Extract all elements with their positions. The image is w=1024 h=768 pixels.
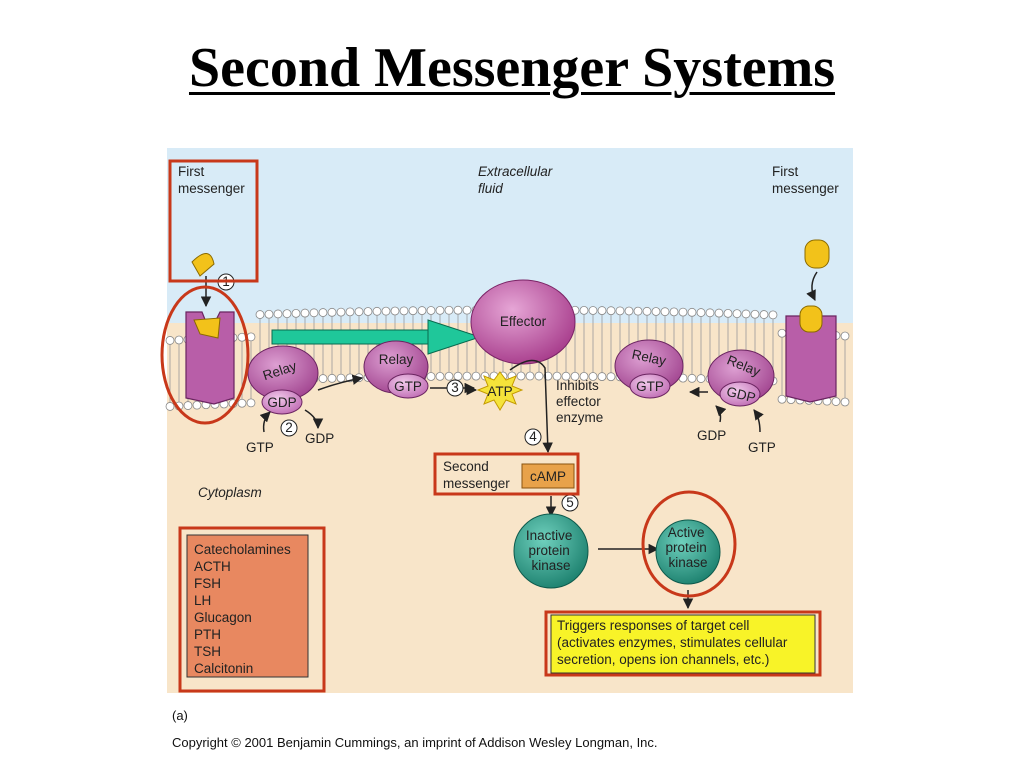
triggers-text: Triggers responses of target cell (activ…	[557, 618, 791, 667]
right-receptor-icon	[785, 305, 837, 403]
highlight-first-messenger	[168, 159, 259, 283]
svg-text:5: 5	[566, 495, 574, 510]
active-kinase-label: Active protein kinase	[665, 525, 710, 570]
highlight-hormones	[178, 526, 326, 693]
cytoplasm-label: Cytoplasm	[198, 485, 262, 500]
gdp-bubble	[261, 389, 303, 415]
relay-label: Relay	[630, 347, 667, 369]
atp-label: ATP	[487, 384, 512, 399]
relay-label: Relay	[379, 352, 414, 367]
step-2: 2	[280, 419, 298, 437]
atp-burst-icon	[476, 371, 524, 411]
highlight-active-kinase	[641, 490, 737, 598]
triggers-box	[550, 614, 816, 674]
highlight-receptor	[160, 285, 250, 425]
gtp-label: GTP	[246, 440, 274, 455]
svg-text:4: 4	[529, 429, 537, 444]
highlight-second-messenger	[433, 452, 580, 496]
hormone-list-box	[186, 534, 309, 678]
highlight-triggers	[544, 610, 822, 677]
gtp-label: GTP	[394, 379, 422, 394]
left-receptor-icon	[185, 311, 235, 405]
camp-box	[521, 463, 575, 489]
gtp-label: GTP	[748, 440, 776, 455]
gtp-label: GTP	[636, 379, 664, 394]
step-5: 5	[561, 494, 579, 512]
svg-text:3: 3	[451, 380, 459, 395]
second-messenger-label: Second messenger	[443, 459, 510, 491]
inhibits-label: Inhibits effector enzyme	[556, 378, 605, 425]
step-4: 4	[524, 428, 542, 446]
green-arrow-icon	[271, 319, 482, 355]
effector-icon	[470, 279, 576, 365]
inactive-kinase-icon	[513, 513, 589, 589]
first-messenger-left-label: First messenger	[178, 164, 245, 196]
gdp-label: GDP	[305, 431, 334, 446]
figure-caption: (a)	[172, 708, 188, 723]
ligand-icon	[191, 253, 215, 277]
extracellular-label: Extracellular fluid	[478, 164, 556, 196]
camp-label: cAMP	[530, 469, 566, 484]
step-3: 3	[446, 379, 464, 397]
gtp-bubble	[629, 373, 671, 399]
svg-text:2: 2	[285, 420, 293, 435]
gdp-label: GDP	[697, 428, 726, 443]
active-kinase-icon	[655, 519, 721, 585]
first-messenger-right-label: First messenger	[772, 164, 839, 196]
slide-title: Second Messenger Systems	[188, 37, 836, 99]
hormone-list: Catecholamines ACTH FSH LH Glucagon PTH …	[194, 542, 295, 676]
ligand-icon	[804, 239, 830, 269]
gdp-label: GDP	[267, 395, 296, 410]
copyright-notice: Copyright © 2001 Benjamin Cummings, an i…	[172, 735, 658, 750]
gdp-label: GDP	[725, 384, 757, 406]
effector-label: Effector	[500, 314, 547, 329]
gtp-bubble	[387, 373, 429, 399]
gdp-bubble	[719, 381, 761, 407]
inactive-kinase-label: Inactive protein kinase	[526, 528, 576, 573]
